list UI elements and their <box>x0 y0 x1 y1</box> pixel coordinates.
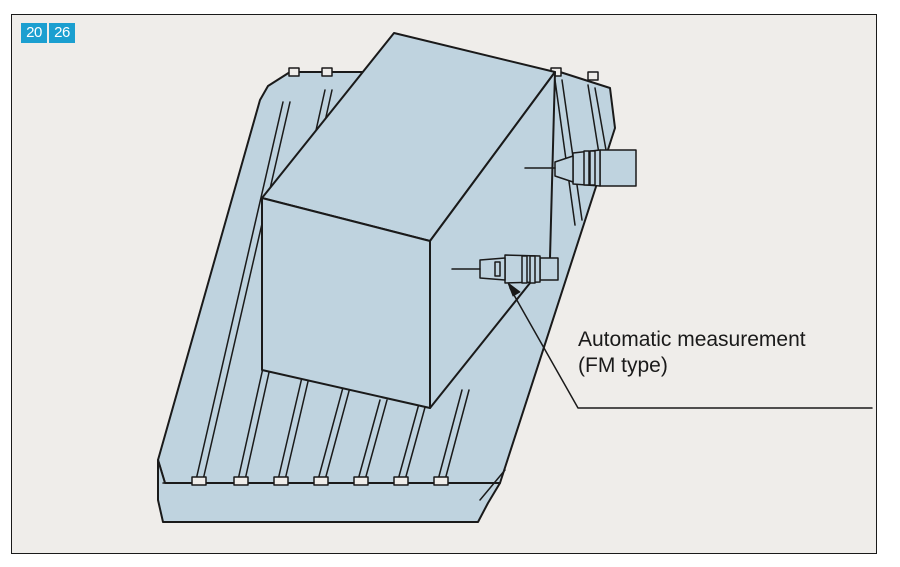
callout-label: Automatic measurement (FM type) <box>578 327 806 379</box>
slot-notches <box>191 67 599 486</box>
badge-20: 20 <box>21 23 47 43</box>
lower-nozzle <box>451 254 559 284</box>
callout-line-2: (FM type) <box>578 354 668 377</box>
callout-leader <box>509 287 873 409</box>
badge-26: 26 <box>49 23 75 43</box>
leader-arrowhead <box>507 282 521 297</box>
callout-line-1: Automatic measurement <box>578 328 806 351</box>
upper-nozzle <box>524 149 637 187</box>
workpiece-front <box>261 197 431 409</box>
badge-group: 20 26 <box>21 23 75 43</box>
